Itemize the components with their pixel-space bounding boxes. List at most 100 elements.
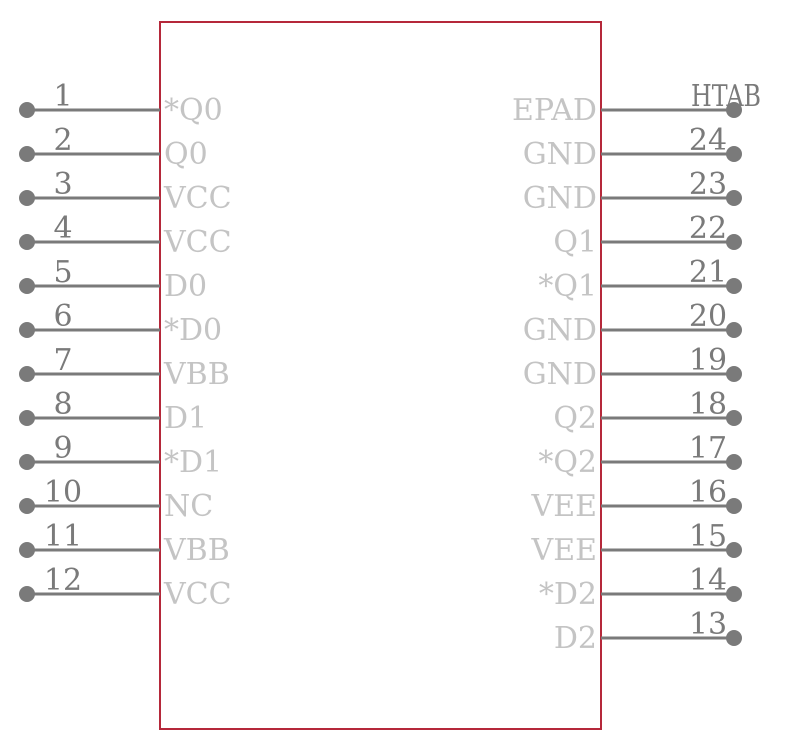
pin-5: 5 D0 bbox=[19, 255, 207, 304]
pin-number: 22 bbox=[689, 211, 727, 246]
pin-name: Q0 bbox=[164, 137, 208, 172]
pin-number: 9 bbox=[53, 431, 72, 466]
pin-name: Q2 bbox=[553, 401, 597, 436]
pin-3: 3 VCC bbox=[19, 167, 232, 216]
pin-name: GND bbox=[523, 357, 597, 392]
pin-number: 20 bbox=[689, 299, 727, 334]
pin-endpoint bbox=[19, 102, 35, 118]
pin-18: 18 Q2 bbox=[553, 387, 742, 436]
pin-endpoint bbox=[726, 542, 742, 558]
pin-name: GND bbox=[523, 181, 597, 216]
pin-htab: HTAB EPAD bbox=[512, 79, 761, 128]
pin-name: VCC bbox=[163, 181, 232, 216]
pin-endpoint bbox=[726, 454, 742, 470]
pin-endpoint bbox=[726, 146, 742, 162]
pin-number: 4 bbox=[53, 211, 72, 246]
pin-name: GND bbox=[523, 313, 597, 348]
pin-endpoint bbox=[19, 146, 35, 162]
pin-name: *D1 bbox=[164, 445, 222, 480]
pin-24: 24 GND bbox=[523, 123, 742, 172]
pin-number: 5 bbox=[53, 255, 72, 290]
pin-16: 16 VEE bbox=[531, 475, 742, 524]
pin-name: *Q2 bbox=[538, 445, 597, 480]
pin-endpoint bbox=[19, 190, 35, 206]
pin-name: *Q1 bbox=[538, 269, 597, 304]
pin-8: 8 D1 bbox=[19, 387, 207, 436]
pin-endpoint bbox=[726, 366, 742, 382]
pin-endpoint bbox=[726, 322, 742, 338]
pin-number: 18 bbox=[689, 387, 727, 422]
pin-number: 16 bbox=[689, 475, 727, 510]
pin-9: 9 *D1 bbox=[19, 431, 222, 480]
pin-endpoint bbox=[726, 630, 742, 646]
pin-endpoint bbox=[726, 586, 742, 602]
pin-endpoint bbox=[19, 322, 35, 338]
pin-endpoint bbox=[19, 410, 35, 426]
pin-name: D2 bbox=[554, 621, 597, 656]
pin-number: 17 bbox=[689, 431, 727, 466]
pin-number: 7 bbox=[53, 343, 72, 378]
pin-name: VCC bbox=[163, 577, 232, 612]
pin-number: 8 bbox=[53, 387, 72, 422]
pin-number: 10 bbox=[44, 475, 82, 510]
pin-number: 12 bbox=[44, 563, 82, 598]
pin-name: VEE bbox=[531, 533, 597, 568]
pin-22: 22 Q1 bbox=[553, 211, 742, 260]
pin-number: 11 bbox=[44, 519, 82, 554]
pin-name: VBB bbox=[163, 357, 230, 392]
pin-name: Q1 bbox=[553, 225, 597, 260]
pin-number: 14 bbox=[689, 563, 727, 598]
pin-number: 2 bbox=[53, 123, 72, 158]
pin-name: D0 bbox=[164, 269, 207, 304]
pin-endpoint bbox=[19, 454, 35, 470]
pin-15: 15 VEE bbox=[531, 519, 742, 568]
pin-23: 23 GND bbox=[523, 167, 742, 216]
pin-endpoint bbox=[726, 234, 742, 250]
pin-11: 11 VBB bbox=[19, 519, 230, 568]
pin-number: 6 bbox=[53, 299, 72, 334]
pin-number: 13 bbox=[689, 607, 727, 642]
pin-endpoint bbox=[726, 410, 742, 426]
pin-10: 10 NC bbox=[19, 475, 213, 524]
pin-13: 13 D2 bbox=[554, 607, 742, 656]
pin-endpoint bbox=[726, 102, 742, 118]
pin-number: 15 bbox=[689, 519, 727, 554]
pin-name: GND bbox=[523, 137, 597, 172]
pin-name: D1 bbox=[164, 401, 207, 436]
pin-endpoint bbox=[19, 278, 35, 294]
pin-name: *D2 bbox=[539, 577, 597, 612]
pin-endpoint bbox=[726, 190, 742, 206]
pin-endpoint bbox=[19, 586, 35, 602]
pin-endpoint bbox=[19, 234, 35, 250]
pin-name: NC bbox=[164, 489, 213, 524]
pin-20: 20 GND bbox=[523, 299, 742, 348]
pin-endpoint bbox=[726, 278, 742, 294]
pin-number: 1 bbox=[53, 79, 72, 114]
pin-name: VEE bbox=[531, 489, 597, 524]
pin-endpoint bbox=[19, 366, 35, 382]
pin-1: 1 *Q0 bbox=[19, 79, 223, 128]
pin-21: 21 *Q1 bbox=[538, 255, 742, 304]
pin-endpoint bbox=[726, 498, 742, 514]
pin-6: 6 *D0 bbox=[19, 299, 222, 348]
pin-7: 7 VBB bbox=[19, 343, 230, 392]
pin-name: *Q0 bbox=[164, 93, 223, 128]
pin-name: VBB bbox=[163, 533, 230, 568]
pin-number: 24 bbox=[689, 123, 727, 158]
pin-endpoint bbox=[19, 542, 35, 558]
right-pin-group: HTABEPAD24GND23GND22Q121*Q120GND19GND18Q… bbox=[512, 79, 761, 656]
pin-12: 12 VCC bbox=[19, 563, 232, 612]
pin-17: 17 *Q2 bbox=[538, 431, 742, 480]
pin-name: *D0 bbox=[164, 313, 222, 348]
pin-14: 14 *D2 bbox=[539, 563, 742, 612]
pin-name: EPAD bbox=[512, 93, 597, 128]
pin-number: 3 bbox=[53, 167, 72, 202]
pin-number: 23 bbox=[689, 167, 727, 202]
pin-endpoint bbox=[19, 498, 35, 514]
pin-number: 21 bbox=[689, 255, 727, 290]
pin-number: HTAB bbox=[691, 79, 761, 114]
